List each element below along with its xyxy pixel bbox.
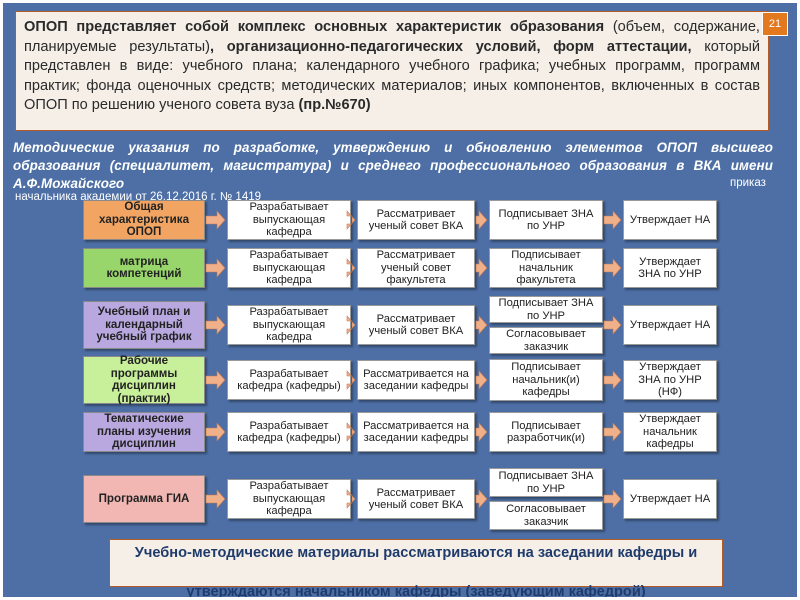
opop-definition-box: ОПОП представляет собой комплекс основны… (15, 11, 769, 131)
stage-box: Учебный план и календарный учебный графи… (83, 301, 205, 349)
stage-box: матрица компетенций (83, 248, 205, 288)
opop-definition-conditions: , организационно-педагогических условий,… (210, 38, 692, 55)
bottom-note-line1: Учебно-методические материалы рассматрив… (134, 545, 698, 561)
step-box: Утверждает ЗНА по УНР (НФ) (623, 360, 717, 400)
step-box: Подписывает начальник факультета (489, 248, 603, 288)
opop-definition-lead: ОПОП представляет собой комплекс основны… (24, 19, 605, 35)
step-box: Разрабатывает выпускающая кафедра (227, 479, 351, 519)
flow-arrow-shape (475, 210, 488, 230)
bottom-note-line2: утверждаются начальником кафедры (заведу… (186, 584, 646, 597)
guidelines-subtitle: Методические указания по разработке, утв… (13, 140, 773, 191)
slide: ОПОП представляет собой комплекс основны… (3, 3, 797, 597)
flow-arrow-shape (603, 489, 622, 509)
opop-definition-reference: (пр.№670) (298, 97, 371, 113)
opop-definition-composition: который представлен в виде: учебного пла… (24, 38, 760, 114)
flow-arrow-shape (475, 258, 488, 278)
step-box: Утверждает ЗНА по УНР (623, 248, 717, 288)
step-box: Рассматривает ученый совет ВКА (357, 200, 475, 240)
flow-arrow-shape (603, 315, 622, 335)
flow-arrow-shape (475, 315, 488, 335)
step-box: Рассматривает ученый совет ВКА (357, 479, 475, 519)
step-box: Утверждает начальник кафедры (623, 412, 717, 452)
step-box: Разрабатывает кафедра (кафедры) (227, 360, 351, 400)
flow-arrow-shape (603, 422, 622, 442)
step-box: Согласовывает заказчик (489, 501, 603, 530)
flow-arrow-shape (475, 370, 488, 390)
step-box: Разрабатывает выпускающая кафедра (227, 200, 351, 240)
step-box: Рассматривается на заседании кафедры (357, 412, 475, 452)
bottom-note-box: Учебно-методические материалы рассматрив… (109, 539, 723, 587)
stage-box: Общая характеристика ОПОП (83, 200, 205, 240)
step-box: Рассматривает ученый совет факультета (357, 248, 475, 288)
stage-box: Тематические планы изучения дисциплин (83, 412, 205, 452)
step-box: Разрабатывает выпускающая кафедра (227, 248, 351, 288)
flow-arrow-shape (346, 489, 356, 509)
step-box: Рассматривает ученый совет ВКА (357, 305, 475, 345)
flow-arrow-shape (475, 489, 488, 509)
flow-arrow-shape (346, 370, 356, 390)
flow-arrow-shape (603, 210, 622, 230)
stage-box: Программа ГИА (83, 475, 205, 523)
step-box: Утверждает НА (623, 200, 717, 240)
flow-arrow-shape (205, 315, 226, 335)
flow-arrow-shape (346, 258, 356, 278)
flow-arrow-shape (205, 258, 226, 278)
stage-box: Рабочие программы дисциплин (практик) (83, 354, 205, 404)
step-box: Подписывает разработчик(и) (489, 412, 603, 452)
approval-flow-diagram: Общая характеристика ОПОП Разрабатывает в… (3, 3, 797, 597)
step-box: Подписывает ЗНА по УНР (489, 468, 603, 497)
page-number-badge: 21 (762, 12, 788, 36)
flow-arrow-shape (346, 210, 356, 230)
flow-arrow-shape (205, 422, 226, 442)
flow-arrow-shape (346, 315, 356, 335)
flow-arrow-shape (205, 210, 226, 230)
flow-arrow-shape (475, 422, 488, 442)
step-box: Подписывает ЗНА по УНР (489, 296, 603, 323)
step-box: Разрабатывает выпускающая кафедра (227, 305, 351, 345)
step-box: Рассматривается на заседании кафедры (357, 360, 475, 400)
step-box: Подписывает начальник(и) кафедры (489, 359, 603, 401)
flow-arrow-shape (603, 258, 622, 278)
opop-definition-scope: (объем, содержание, планируемые результа… (24, 19, 760, 55)
step-box: Согласовывает заказчик (489, 327, 603, 354)
flow-arrow-shape (205, 489, 226, 509)
step-box: Разрабатывает кафедра (кафедры) (227, 412, 351, 452)
flow-arrow-shape (205, 370, 226, 390)
step-box: Утверждает НА (623, 305, 717, 345)
step-box: Утверждает НА (623, 479, 717, 519)
step-box: Подписывает ЗНА по УНР (489, 200, 603, 240)
flow-arrow-shape (603, 370, 622, 390)
flow-arrow-shape (346, 422, 356, 442)
order-label: приказ (730, 177, 766, 189)
